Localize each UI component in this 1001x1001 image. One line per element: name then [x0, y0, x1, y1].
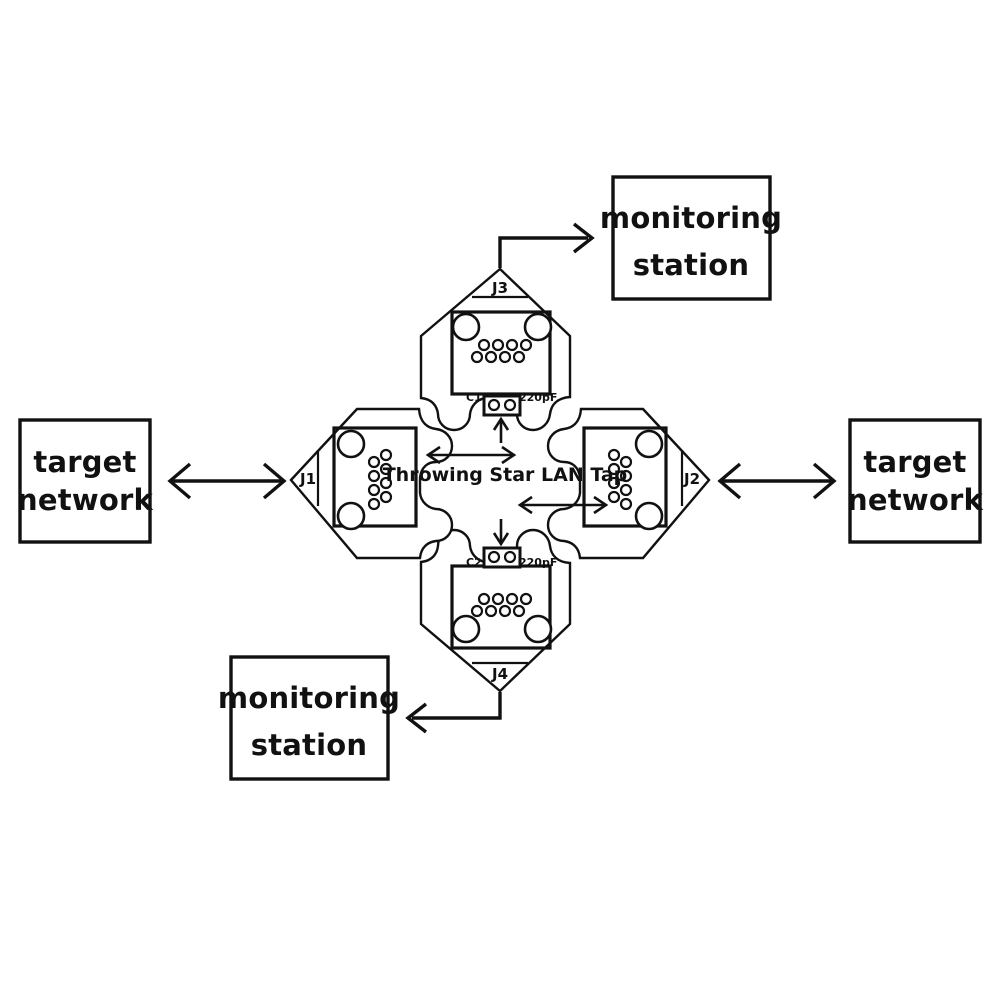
box-target-network-left-rect [18, 418, 152, 544]
capacitor-c2[interactable]: C2 220pF [466, 546, 557, 569]
board-j4-pad-right [523, 614, 553, 644]
box-target-network-left[interactable]: target network [17, 418, 153, 544]
box-monitoring-station-bottom[interactable]: monitoring station [218, 655, 400, 781]
board-j2-pad-top [634, 429, 664, 459]
board-j4-port-label: J4 [491, 665, 508, 683]
capacitor-c2-hole-left [487, 550, 501, 564]
board-j3-via-holes [470, 338, 533, 364]
board-j2[interactable]: J2 [546, 407, 711, 560]
center-arrow-up [492, 416, 510, 443]
board-j1-port-label: J1 [299, 470, 316, 488]
board-j2-via-holes [607, 448, 633, 511]
board-j1[interactable]: J1 [289, 407, 454, 560]
capacitor-c1-hole-right [503, 398, 517, 412]
connector-left-bidirectional [167, 462, 287, 500]
box-monitoring-station-top-line2: station [633, 248, 749, 282]
box-monitoring-station-bottom-rect [229, 655, 390, 781]
board-j1-via-holes [367, 448, 393, 511]
board-j1-pad-top [336, 429, 366, 459]
capacitor-c1-hole-left [487, 398, 501, 412]
box-target-network-right[interactable]: target network [847, 418, 983, 544]
capacitor-c2-hole-right [503, 550, 517, 564]
center-arrow-down [492, 519, 510, 547]
board-j1-pad-bottom [336, 501, 366, 531]
board-j4[interactable]: J4 [419, 528, 572, 693]
center-arrow-left [425, 445, 517, 465]
board-j3-pad-right [523, 312, 553, 342]
center-arrow-right [517, 495, 609, 515]
board-j3-pad-left [451, 312, 481, 342]
box-target-network-left-line2: network [17, 483, 153, 517]
box-target-network-left-line1: target [33, 445, 136, 479]
box-target-network-right-line1: target [863, 445, 966, 479]
board-j2-inner-rect [582, 426, 668, 528]
capacitor-c1-designator: C1 [466, 391, 482, 404]
connector-bottom-to-monitoring [405, 692, 502, 734]
board-j4-via-holes [470, 592, 533, 618]
board-j1-outline [289, 407, 454, 560]
capacitor-c2-designator: C2 [466, 556, 482, 569]
board-j2-pad-bottom [634, 501, 664, 531]
board-j3-inner-rect [450, 310, 552, 396]
capacitor-c2-value: 220pF [519, 556, 557, 569]
device-center-label: Throwing Star LAN Tap [383, 464, 628, 486]
box-monitoring-station-bottom-line1: monitoring [218, 681, 400, 715]
board-j2-port-label: J2 [683, 470, 700, 488]
box-monitoring-station-top-line1: monitoring [600, 201, 782, 235]
box-monitoring-station-top-rect [611, 175, 772, 301]
connector-top-to-monitoring [498, 222, 595, 268]
board-j3-port-label: J3 [491, 279, 508, 297]
board-j2-outline [546, 407, 711, 560]
capacitor-c1-value: 220pF [519, 391, 557, 404]
box-monitoring-station-bottom-line2: station [251, 728, 367, 762]
board-j4-pad-left [451, 614, 481, 644]
capacitor-c1[interactable]: C1 220pF [466, 391, 557, 417]
box-monitoring-station-top[interactable]: monitoring station [600, 175, 782, 301]
board-j1-inner-rect [332, 426, 418, 528]
connector-right-bidirectional [717, 462, 837, 500]
box-target-network-right-rect [848, 418, 982, 544]
box-target-network-right-line2: network [847, 483, 983, 517]
board-j3[interactable]: J3 [419, 267, 572, 432]
